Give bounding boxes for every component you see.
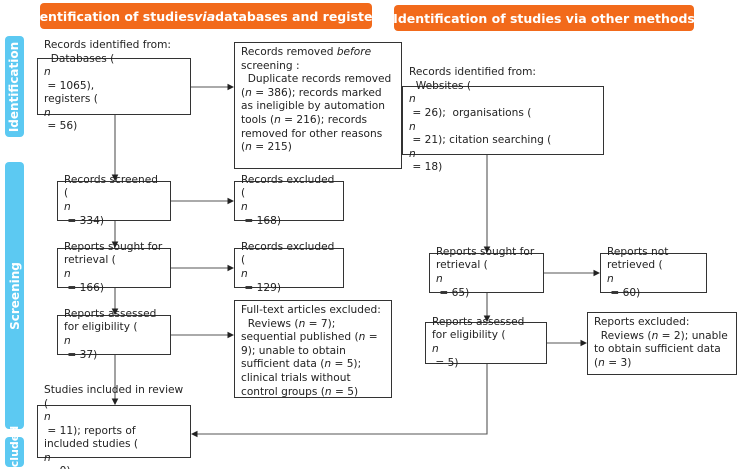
phase-label: Screening — [7, 261, 22, 330]
box-records-removed: Records removed before screening : Dupli… — [234, 42, 402, 169]
box-other-reports-excluded: Reports excluded: Reviews (n = 2); unabl… — [587, 312, 737, 375]
box-records-identified: Records identified from: Databases (n = … — [37, 39, 191, 132]
box-fulltext-excluded: Full-text articles excluded: Reviews (n … — [234, 300, 392, 398]
box-studies-included: Studies included in review (n = 11); rep… — [37, 384, 191, 469]
box-reports-sought: Reports sought for retrieval (n = 166) — [57, 241, 171, 294]
phase-included: Included — [5, 425, 24, 469]
box-records-excluded-2: Records excluded (n = 129) — [234, 241, 344, 294]
header-databases: Identification of studies via databases … — [26, 3, 386, 29]
box-other-records-identified: Records identified from: Websites (n = 2… — [402, 66, 604, 173]
arrow-other-assessed-included — [190, 364, 488, 438]
phase-label: Included — [8, 425, 22, 469]
box-other-reports-assessed: Reports assessed for eligibility (n = 5) — [425, 316, 547, 369]
phase-label: Identification — [7, 41, 22, 132]
header-other-methods: Identification of studies via other meth… — [393, 5, 695, 31]
phase-screening: Screening — [5, 162, 24, 429]
box-records-screened: Records screened (n = 334) — [57, 174, 171, 227]
phase-identification: Identification — [5, 36, 24, 137]
box-records-excluded: Records excluded (n = 168) — [234, 174, 344, 227]
box-reports-assessed: Reports assessed for eligibility (n = 37… — [57, 308, 171, 361]
box-other-not-retrieved: Reports not retrieved (n = 60) — [600, 246, 707, 299]
box-other-reports-sought: Reports sought for retrieval (n = 65) — [429, 246, 544, 299]
